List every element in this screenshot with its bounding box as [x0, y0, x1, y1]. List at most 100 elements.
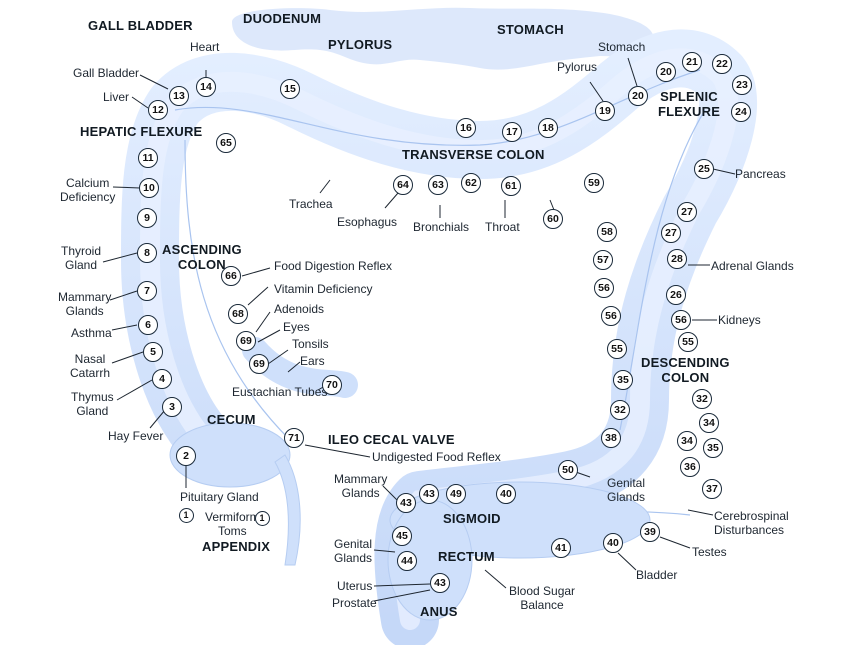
label-genital-glands-center: Genital Glands	[334, 537, 373, 565]
reflex-point: 1	[254, 510, 270, 526]
reflex-point: 56	[671, 310, 691, 330]
section-pylorus: PYLORUS	[328, 37, 393, 52]
label-mammary-glands-center: Mammary Glands	[334, 472, 388, 500]
stomach-shape	[232, 7, 654, 70]
reflex-point: 43	[430, 573, 450, 593]
reflex-point: 18	[538, 118, 558, 138]
reflex-point: 36	[680, 457, 700, 477]
label-undigested-food-reflex: Undigested Food Reflex	[372, 450, 501, 464]
label-liver: Liver	[103, 90, 130, 104]
label-testes: Testes	[692, 545, 727, 559]
reflex-point: 32	[692, 389, 712, 409]
label-esophagus: Esophagus	[337, 215, 398, 229]
label-vermiform-toms: Vermiform Toms	[205, 510, 260, 538]
reflex-point: 45	[392, 526, 412, 546]
reflex-point: 55	[678, 332, 698, 352]
label-bronchials: Bronchials	[413, 220, 470, 234]
reflex-point: 17	[502, 122, 522, 142]
colon-tube-highlight	[139, 48, 738, 630]
label-kidneys: Kidneys	[718, 313, 761, 327]
reflex-point: 25	[694, 159, 714, 179]
section-ascending-colon: ASCENDING COLON	[162, 242, 242, 272]
reflex-point: 4	[152, 369, 172, 389]
reflex-point: 40	[496, 484, 516, 504]
reflex-point: 11	[138, 148, 158, 168]
label-tonsils: Tonsils	[292, 337, 329, 351]
label-blood-sugar-balance: Blood Sugar Balance	[509, 584, 576, 612]
reflex-point: 15	[280, 79, 300, 99]
reflex-point: 7	[137, 281, 157, 301]
reflex-point: 41	[551, 538, 571, 558]
reflex-point: 66	[221, 266, 241, 286]
appendix-shape	[274, 454, 301, 566]
reflex-point: 61	[501, 176, 521, 196]
reflex-point: 38	[601, 428, 621, 448]
label-adrenal-glands: Adrenal Glands	[711, 259, 794, 273]
reflex-point: 16	[456, 118, 476, 138]
reflex-point: 62	[461, 173, 481, 193]
reflex-point: 57	[593, 250, 613, 270]
label-food-digestion-reflex: Food Digestion Reflex	[274, 259, 393, 273]
label-thymus-gland: Thymus Gland	[71, 390, 114, 418]
label-ears: Ears	[300, 354, 325, 368]
section-ileo-cecal-valve: ILEO CECAL VALVE	[328, 432, 455, 447]
reflex-point: 65	[216, 133, 236, 153]
cecum-shape	[169, 422, 291, 488]
reflex-point: 32	[610, 400, 630, 420]
reflex-point: 56	[601, 306, 621, 326]
reflex-point: 24	[731, 102, 751, 122]
section-anus: ANUS	[420, 604, 458, 619]
reflex-point: 69	[236, 331, 256, 351]
reflex-point: 55	[607, 339, 627, 359]
label-uterus: Uterus	[337, 579, 373, 593]
reflex-point: 5	[143, 342, 163, 362]
section-duodenum: DUODENUM	[243, 11, 322, 26]
reflex-point: 44	[397, 551, 417, 571]
reflex-point: 68	[228, 304, 248, 324]
label-stomach: Stomach	[598, 40, 646, 54]
reflex-point: 2	[176, 446, 196, 466]
reflex-point: 34	[699, 413, 719, 433]
reflex-point: 35	[703, 438, 723, 458]
reflex-point: 35	[613, 370, 633, 390]
label-pylorus: Pylorus	[557, 60, 598, 74]
reflex-point: 49	[446, 484, 466, 504]
reflex-point: 70	[322, 375, 342, 395]
reflex-point: 69	[249, 354, 269, 374]
label-genital-glands-right: Genital Glands	[607, 476, 646, 504]
reflex-point: 64	[393, 175, 413, 195]
reflex-point: 23	[732, 75, 752, 95]
reflex-point: 28	[667, 249, 687, 269]
reflex-point: 43	[419, 484, 439, 504]
section-cecum: CECUM	[207, 412, 256, 427]
reflex-point: 34	[677, 431, 697, 451]
label-heart: Heart	[190, 40, 220, 54]
reflex-point: 37	[702, 479, 722, 499]
label-trachea: Trachea	[289, 197, 333, 211]
reflex-point: 63	[428, 175, 448, 195]
reflex-point: 59	[584, 173, 604, 193]
reflex-point: 10	[139, 178, 159, 198]
reflex-point: 19	[595, 101, 615, 121]
reflex-point: 12	[148, 100, 168, 120]
section-sigmoid: SIGMOID	[443, 511, 501, 526]
reflex-point: 3	[162, 397, 182, 417]
label-cerebrospinal-disturbances: Cerebrospinal Disturbances	[714, 509, 789, 537]
label-adenoids: Adenoids	[274, 302, 325, 316]
section-appendix: APPENDIX	[202, 539, 271, 554]
label-throat: Throat	[485, 220, 520, 234]
reflex-point: 58	[597, 222, 617, 242]
label-pituitary-gland: Pituitary Gland	[180, 490, 259, 504]
reflex-point: 1	[178, 507, 194, 523]
reflex-point: 27	[677, 202, 697, 222]
reflex-point: 21	[682, 52, 702, 72]
label-vitamin-deficiency: Vitamin Deficiency	[274, 282, 373, 296]
reflex-point: 8	[137, 243, 157, 263]
label-thyroid-gland: Thyroid Gland	[61, 244, 102, 272]
reflex-point: 40	[603, 533, 623, 553]
label-prostate: Prostate	[332, 596, 377, 610]
section-hepatic-flexure: HEPATIC FLEXURE	[80, 124, 203, 139]
label-gall-bladder: Gall Bladder	[73, 66, 140, 80]
label-pancreas: Pancreas	[735, 167, 786, 181]
